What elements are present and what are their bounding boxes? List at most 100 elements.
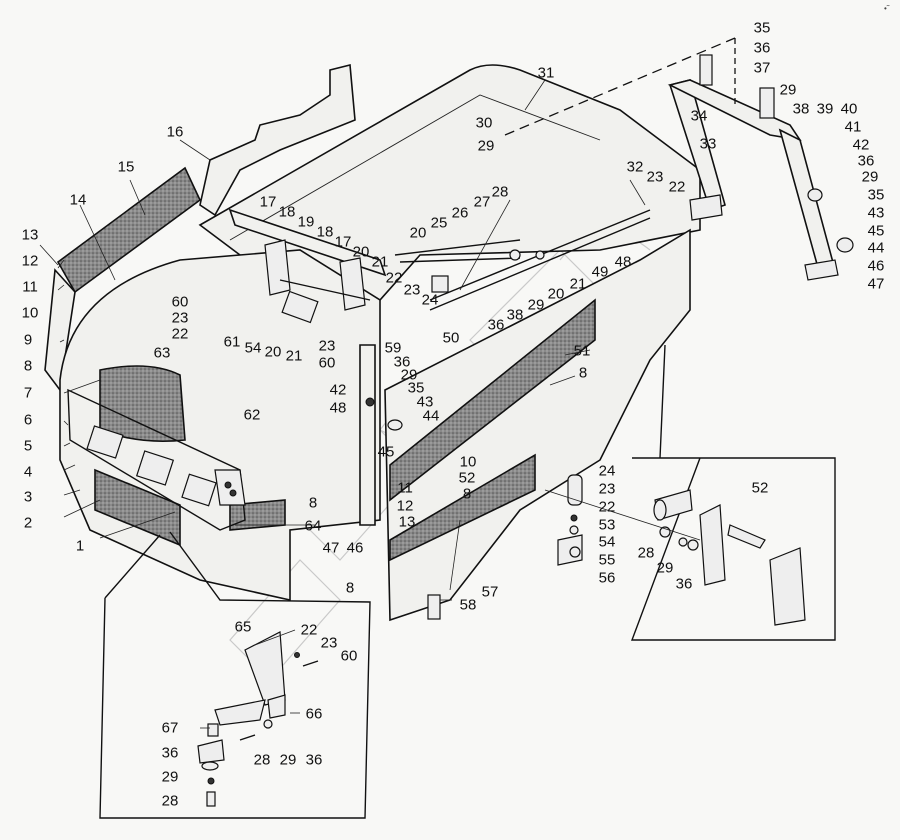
callout-50: 50	[442, 329, 460, 347]
callout-42: 42	[329, 381, 347, 399]
callout-12: 12	[21, 252, 39, 270]
callout-43-b: 43	[867, 204, 885, 222]
callout-36-c: 36	[753, 39, 771, 57]
callout-8-c: 8	[308, 494, 318, 512]
callout-7: 7	[23, 384, 33, 402]
callout-22-e: 22	[300, 621, 318, 639]
callout-47-b: 47	[867, 275, 885, 293]
alignment-dashed-line	[504, 37, 736, 136]
callout-21: 21	[371, 253, 389, 271]
callout-52-b: 52	[751, 479, 769, 497]
callout-39: 39	[816, 100, 834, 118]
callout-24: 24	[421, 291, 439, 309]
callout-21-b: 21	[285, 347, 303, 365]
rear-panel	[199, 63, 356, 217]
callout-23-e: 23	[598, 480, 616, 498]
callout-14: 14	[69, 191, 87, 209]
callout-8-d: 8	[345, 579, 355, 597]
callout-29-g: 29	[161, 768, 179, 786]
callout-62: 62	[243, 406, 261, 424]
callout-36-f: 36	[161, 744, 179, 762]
callout-18-b: 18	[316, 223, 334, 241]
callout-3: 3	[23, 488, 33, 506]
hood-body	[59, 249, 381, 601]
callout-57: 57	[481, 583, 499, 601]
callout-8: 8	[23, 357, 33, 375]
latch-detail-inset-frame	[630, 344, 836, 641]
callout-19: 19	[297, 213, 315, 231]
hood-lock-detail-inset-frame	[99, 531, 371, 819]
callout-55: 55	[598, 551, 616, 569]
callout-53: 53	[598, 516, 616, 534]
callout-48-b: 48	[614, 253, 632, 271]
callout-24-b: 24	[598, 462, 616, 480]
callout-65: 65	[234, 618, 252, 636]
callout-64: 64	[304, 517, 322, 535]
callout-34: 34	[690, 107, 708, 125]
corner-mark: •˜	[884, 4, 890, 13]
callout-45-b: 45	[867, 222, 885, 240]
callout-6: 6	[23, 411, 33, 429]
callout-36-d: 36	[857, 152, 875, 170]
callout-29-d: 29	[779, 81, 797, 99]
callout-38-b: 38	[792, 100, 810, 118]
callout-28-c: 28	[161, 792, 179, 810]
callout-8-b: 8	[462, 485, 472, 503]
callout-36-e: 36	[675, 575, 693, 593]
callout-10: 10	[21, 304, 39, 322]
callout-35-c: 35	[867, 186, 885, 204]
callout-13: 13	[21, 226, 39, 244]
callout-44: 44	[422, 407, 440, 425]
callout-18: 18	[278, 203, 296, 221]
callout-9: 9	[23, 331, 33, 349]
callout-21-c: 21	[569, 275, 587, 293]
callout-66: 66	[305, 705, 323, 723]
callout-27: 27	[473, 193, 491, 211]
callout-38: 38	[506, 306, 524, 324]
callout-46-b: 46	[867, 257, 885, 275]
callout-20: 20	[352, 243, 370, 261]
callout-60: 60	[171, 293, 189, 311]
support-rod	[359, 344, 403, 526]
callout-31: 31	[537, 64, 555, 82]
callout-28-b: 28	[637, 544, 655, 562]
bracket-hardware	[427, 474, 583, 620]
callout-49: 49	[591, 263, 609, 281]
callout-15: 15	[117, 158, 135, 176]
callout-28: 28	[491, 183, 509, 201]
callout-56: 56	[598, 569, 616, 587]
callout-51: 51	[573, 342, 591, 360]
callout-2: 2	[23, 514, 33, 532]
callout-67: 67	[161, 719, 179, 737]
callout-37: 37	[753, 59, 771, 77]
callout-23-f: 23	[320, 634, 338, 652]
callout-23-d: 23	[646, 168, 664, 186]
callout-35-b: 35	[753, 19, 771, 37]
callout-44-b: 44	[867, 239, 885, 257]
callout-20-b: 20	[264, 343, 282, 361]
callout-59: 59	[384, 339, 402, 357]
callout-5: 5	[23, 437, 33, 455]
callout-47: 47	[322, 539, 340, 557]
callout-54: 54	[244, 339, 262, 357]
callout-60-c: 60	[340, 647, 358, 665]
callout-35: 35	[407, 379, 425, 397]
callout-33: 33	[699, 135, 717, 153]
callout-45: 45	[377, 443, 395, 461]
callout-10-b: 10	[459, 453, 477, 471]
callout-26: 26	[451, 204, 469, 222]
callout-46: 46	[346, 539, 364, 557]
callout-29-f: 29	[656, 559, 674, 577]
callout-58: 58	[459, 596, 477, 614]
callout-23-b: 23	[171, 309, 189, 327]
callout-32: 32	[626, 158, 644, 176]
callout-12-b: 12	[396, 497, 414, 515]
callout-11-b: 11	[397, 479, 413, 497]
side-panel-right	[384, 228, 691, 622]
callout-22-d: 22	[598, 498, 616, 516]
callout-29-h: 29	[279, 751, 297, 769]
callout-22: 22	[385, 269, 403, 287]
callout-48: 48	[329, 399, 347, 417]
callout-4: 4	[23, 463, 33, 481]
